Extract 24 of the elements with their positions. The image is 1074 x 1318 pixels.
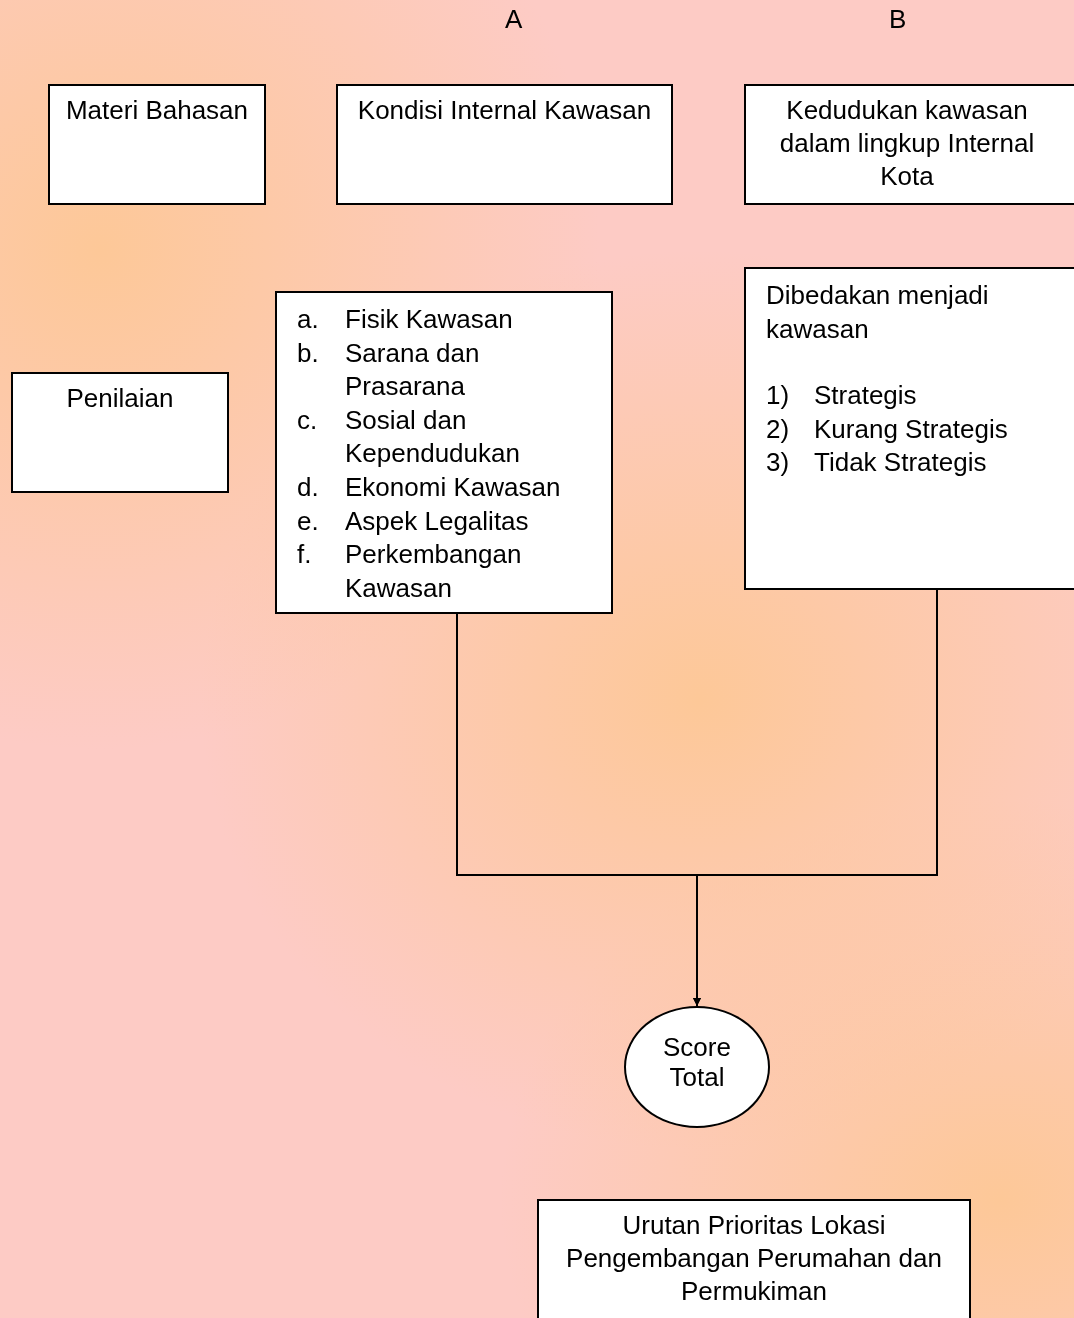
list-item: e. Aspek Legalitas [297, 504, 530, 538]
box-text: Kedudukan kawasan dalam lingkup Internal Kota [778, 94, 1036, 193]
text-box [744, 267, 1074, 590]
box-heading: Dibedakan menjadi kawasan [766, 279, 990, 346]
column-label: A [505, 4, 523, 35]
list-item: 2) Kurang Strategis [766, 412, 1009, 446]
list-item: 3) Tidak Strategis [766, 446, 988, 480]
text-box [336, 84, 673, 205]
text-box [48, 84, 266, 205]
list-item: d. Ekonomi Kawasan [297, 470, 562, 504]
box-text: Urutan Prioritas Lokasi Pengembangan Perumahan dan Permukiman [565, 1209, 943, 1308]
text-box [275, 291, 613, 614]
box-text: Score Total [662, 1032, 732, 1092]
box-text: Penilaian [65, 382, 175, 415]
list-item: f. Perkembangan Kawasan [297, 538, 523, 605]
column-label: B [889, 4, 907, 35]
text-box [537, 1199, 971, 1318]
box-text: Materi Bahasan [64, 94, 250, 127]
box-text: Kondisi Internal Kawasan [356, 94, 653, 127]
list-item: 1) Strategis [766, 379, 918, 413]
text-box [11, 372, 229, 493]
list-item: a. Fisik Kawasan [297, 303, 514, 336]
text-box [744, 84, 1074, 205]
connector-arrow [693, 589, 938, 1007]
